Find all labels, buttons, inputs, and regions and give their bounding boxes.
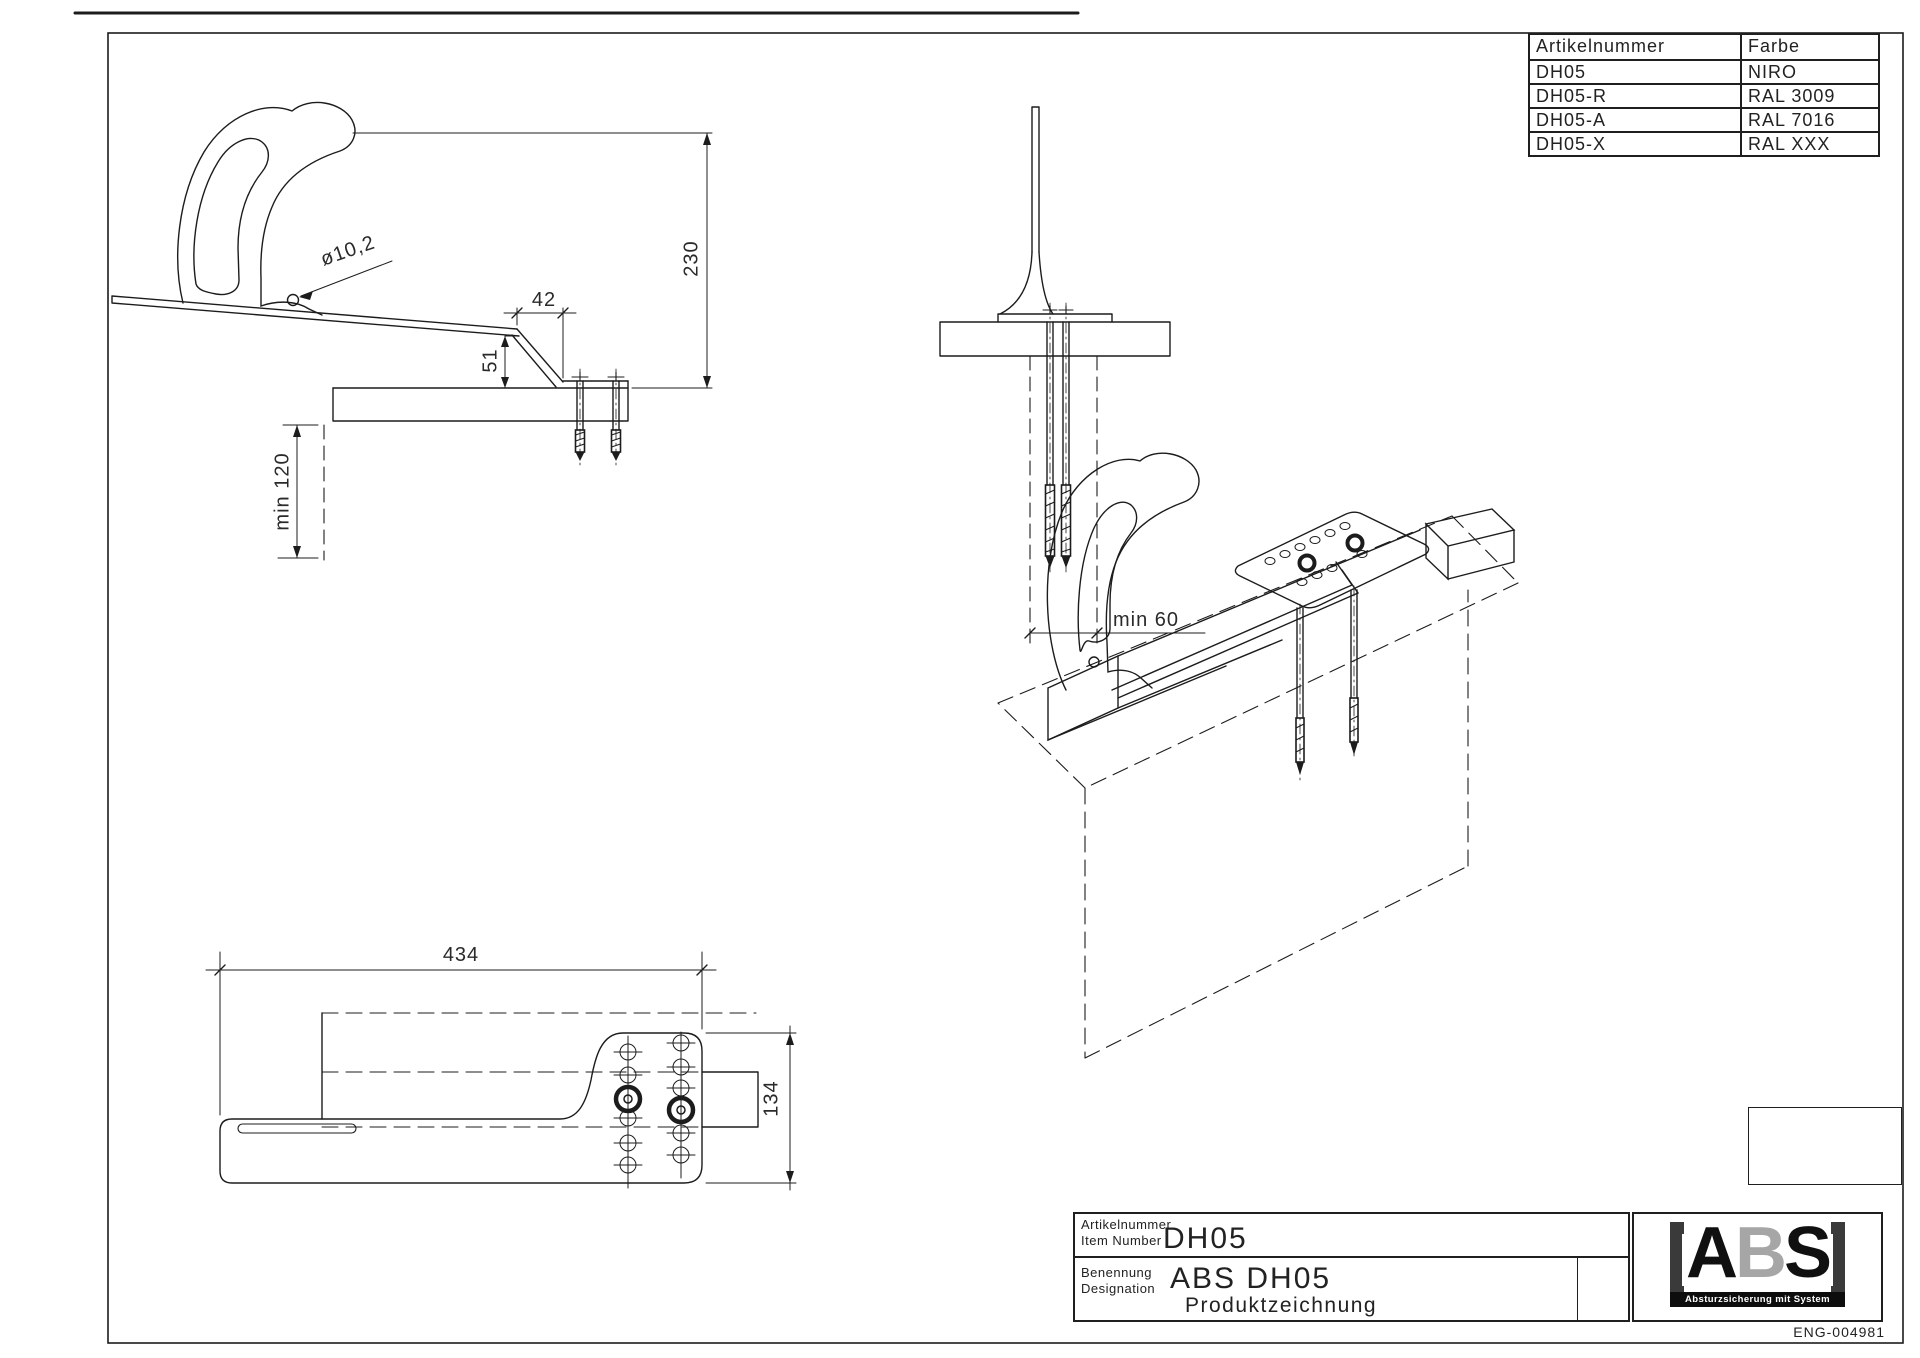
parts-table: Artikelnummer Farbe DH05 NIRO DH05-R RAL…: [1528, 33, 1880, 157]
label-item-number: Item Number: [1081, 1233, 1162, 1248]
title-block-designation-row: Benennung Designation ABS DH05 Produktze…: [1075, 1258, 1628, 1322]
cell-farbe: NIRO: [1748, 62, 1797, 82]
cell-artikelnummer: DH05-X: [1530, 133, 1742, 155]
title-block-divider: [1577, 1258, 1578, 1322]
title-block-item-number-row: Artikelnummer Item Number DH05: [1075, 1214, 1628, 1258]
dim-label-drop-height: 51: [479, 348, 502, 373]
column-header-artikelnummer: Artikelnummer: [1530, 35, 1742, 59]
screw: [607, 368, 625, 466]
abs-logo: ABS: [1686, 1217, 1832, 1289]
cell-farbe: RAL 7016: [1748, 110, 1836, 130]
hole-column: [613, 1035, 643, 1189]
dim-label-min-rafter-width: min 60: [1113, 609, 1180, 631]
revision-box: [1748, 1107, 1902, 1185]
table-row: DH05-A RAL 7016: [1530, 107, 1878, 131]
label-benennung: Benennung: [1081, 1265, 1153, 1280]
table-row: DH05-R RAL 3009: [1530, 83, 1878, 107]
view-isometric: [997, 452, 1519, 1059]
dim-label-overall-height: 230: [680, 240, 703, 277]
table-row: DH05 NIRO: [1530, 59, 1878, 83]
label-artikelnummer: Artikelnummer: [1081, 1217, 1172, 1232]
bolt-head: [666, 1095, 696, 1125]
bolt-head: [613, 1084, 643, 1114]
logo-tagline: Absturzsicherung mit System: [1670, 1292, 1845, 1307]
designation-subtitle: Produktzeichnung: [1185, 1294, 1378, 1317]
logo-letter-a: A: [1685, 1213, 1738, 1293]
logo-bracket-right: [1831, 1222, 1846, 1298]
logo-bracket-left: [1669, 1222, 1684, 1298]
view-plan: [205, 951, 797, 1191]
logo-box: ABS Absturzsicherung mit System: [1632, 1212, 1883, 1322]
screw: [571, 368, 589, 466]
cell-farbe: RAL XXX: [1748, 134, 1831, 154]
logo-letter-s: S: [1783, 1213, 1832, 1293]
column-header-farbe: Farbe: [1748, 36, 1801, 56]
parts-table-header-row: Artikelnummer Farbe: [1530, 35, 1878, 59]
document-number: ENG-004981: [1793, 1324, 1885, 1340]
hole-column: [666, 1031, 696, 1179]
dim-label-overall-length: 434: [442, 944, 480, 966]
bolt-head: [1297, 553, 1317, 573]
dim-label-min-rafter-depth: min 120: [271, 452, 294, 531]
designation-value: ABS DH05: [1170, 1262, 1332, 1295]
cell-farbe: RAL 3009: [1748, 86, 1836, 106]
item-number-value: DH05: [1163, 1222, 1248, 1255]
view-front-elevation: [939, 106, 1206, 649]
screw: [1349, 585, 1359, 761]
logo-letter-b: B: [1734, 1213, 1787, 1293]
label-designation: Designation: [1081, 1281, 1156, 1296]
title-block: Artikelnummer Item Number DH05 Benennung…: [1073, 1212, 1630, 1322]
sheet-frame: [73, 11, 1904, 1344]
dim-label-plate-width: 134: [760, 1080, 783, 1117]
hole-10-2: [286, 293, 300, 307]
screw: [1042, 302, 1058, 573]
bolt-head: [1345, 533, 1365, 553]
cell-artikelnummer: DH05-R: [1530, 85, 1742, 107]
screw: [1295, 603, 1305, 781]
cell-artikelnummer: DH05-A: [1530, 109, 1742, 131]
cell-artikelnummer: DH05: [1530, 61, 1742, 83]
table-row: DH05-X RAL XXX: [1530, 131, 1878, 155]
dim-label-bend-length: 42: [531, 289, 557, 311]
view-side-elevation: [111, 101, 713, 561]
screw: [1058, 302, 1074, 573]
